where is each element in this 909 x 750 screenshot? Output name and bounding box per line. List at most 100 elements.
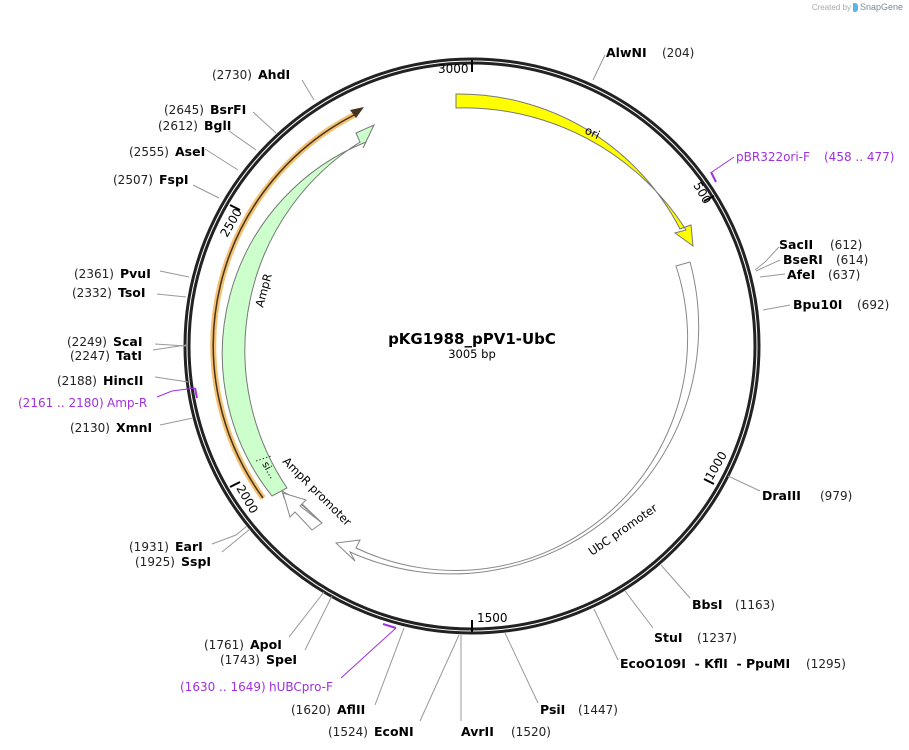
svg-text:AseI: AseI	[175, 144, 205, 159]
enzyme-bseri[interactable]: BseRI (614)	[783, 252, 868, 267]
svg-text:(204): (204)	[662, 46, 694, 60]
svg-text:(2730): (2730)	[212, 68, 252, 82]
svg-text:PvuI: PvuI	[120, 266, 151, 281]
svg-text:SacII: SacII	[779, 237, 813, 252]
svg-text:(2130): (2130)	[70, 421, 110, 435]
svg-text:XmnI: XmnI	[116, 420, 152, 435]
enzyme-fspi[interactable]: (2507) FspI	[113, 172, 189, 187]
enzyme-tati[interactable]: (2247) TatI	[70, 348, 142, 363]
svg-text:EcoO109I - KflI - PpuMI: EcoO109I - KflI - PpuMI	[620, 656, 790, 671]
orf-arc	[210, 107, 364, 500]
svg-text:HincII: HincII	[103, 373, 143, 388]
enzyme-econi[interactable]: (1524) EcoNI	[328, 724, 414, 739]
primer-name: Amp-R	[107, 396, 147, 410]
primer-hubcpro-f[interactable]: (1630 .. 1649) hUBCpro-F	[180, 623, 397, 694]
enzyme-asei[interactable]: (2555) AseI	[129, 144, 205, 159]
svg-text:(614): (614)	[836, 253, 868, 267]
svg-text:EarI: EarI	[175, 539, 203, 554]
svg-text:ScaI: ScaI	[113, 334, 143, 349]
svg-text:FspI: FspI	[159, 172, 189, 187]
svg-text:PsiI: PsiI	[540, 702, 565, 717]
enzyme-avrii[interactable]: AvrII (1520)	[461, 724, 551, 739]
enzyme-aflii[interactable]: (1620) AflII	[291, 702, 365, 717]
svg-text:TatI: TatI	[116, 348, 142, 363]
enzyme-draiii[interactable]: DraIII (979)	[762, 488, 852, 503]
feature-label-ori: ori	[583, 123, 602, 142]
enzyme-pvui[interactable]: (2361) PvuI	[74, 266, 151, 281]
svg-text:(1925): (1925)	[135, 555, 175, 569]
svg-text:DraIII: DraIII	[762, 488, 801, 503]
svg-text:AvrII: AvrII	[461, 724, 494, 739]
svg-text:(1447): (1447)	[578, 703, 618, 717]
credit-brand: SnapGene	[859, 2, 903, 12]
svg-text:(2249): (2249)	[67, 335, 107, 349]
feature-ubc-promoter[interactable]: UbC promoter	[334, 261, 700, 575]
snapgene-credit: Created by SnapGene	[812, 2, 903, 12]
plasmid-length: 3005 bp	[448, 347, 496, 361]
primer-pbr322ori-f[interactable]: pBR322ori-F (458 .. 477)	[710, 150, 894, 183]
svg-text:(2555): (2555)	[129, 145, 169, 159]
credit-prefix: Created by	[811, 2, 851, 12]
svg-text:SpeI: SpeI	[266, 652, 297, 667]
feature-ori[interactable]: ori	[455, 93, 694, 248]
svg-text:(1931): (1931)	[129, 540, 169, 554]
feature-ampr[interactable]: AmpR si…	[221, 123, 376, 497]
svg-text:AfeI: AfeI	[787, 267, 815, 282]
enzyme-ahdi[interactable]: (2730) AhdI	[212, 67, 290, 82]
enzyme-leaders	[152, 54, 791, 722]
svg-text:TsoI: TsoI	[118, 285, 146, 300]
svg-text:BsrFI: BsrFI	[210, 102, 246, 117]
feature-label-ampr-promoter: AmpR promoter	[280, 454, 355, 529]
enzyme-hincii[interactable]: (2188) HincII	[57, 373, 143, 388]
primer-amp-r[interactable]: (2161 .. 2180) Amp-R	[18, 387, 198, 410]
svg-text:(1524): (1524)	[328, 725, 368, 739]
svg-text:(2507): (2507)	[113, 173, 153, 187]
svg-text:Bpu10I: Bpu10I	[793, 297, 842, 312]
enzyme-afei[interactable]: AfeI (637)	[787, 267, 860, 282]
enzyme-tsoi[interactable]: (2332) TsoI	[72, 285, 146, 300]
feature-label-ubc-promoter: UbC promoter	[586, 501, 660, 559]
enzyme-bsrfi[interactable]: (2645) BsrFI	[164, 102, 246, 117]
feature-ampr-promoter[interactable]: AmpR promoter	[280, 454, 355, 531]
tick-1500: 1500	[477, 611, 508, 625]
enzyme-bbsi[interactable]: BbsI (1163)	[692, 597, 775, 612]
enzyme-scai[interactable]: (2249) ScaI	[67, 334, 143, 349]
svg-text:EcoNI: EcoNI	[374, 724, 414, 739]
svg-text:(1761): (1761)	[204, 638, 244, 652]
svg-text:AlwNI: AlwNI	[606, 45, 647, 60]
svg-text:(1620): (1620)	[291, 703, 331, 717]
primer-name: pBR322ori-F	[736, 150, 810, 164]
enzyme-xmni[interactable]: (2130) XmnI	[70, 420, 152, 435]
svg-text:(2645): (2645)	[164, 103, 204, 117]
enzyme-stui[interactable]: StuI (1237)	[654, 630, 737, 645]
svg-text:(1520): (1520)	[511, 725, 551, 739]
enzyme-bgli[interactable]: (2612) BglI	[158, 118, 231, 133]
svg-text:(2332): (2332)	[72, 286, 112, 300]
primer-range: (1630 .. 1649)	[180, 680, 266, 694]
enzyme-bpu10i[interactable]: Bpu10I (692)	[793, 297, 889, 312]
enzyme-eari[interactable]: (1931) EarI	[129, 539, 203, 554]
enzyme-ecoo109i-kfli-ppumi[interactable]: EcoO109I - KflI - PpuMI (1295)	[620, 656, 846, 671]
enzyme-alwni[interactable]: AlwNI (204)	[606, 45, 694, 60]
svg-text:BbsI: BbsI	[692, 597, 723, 612]
svg-text:(2188): (2188)	[57, 374, 97, 388]
svg-text:(979): (979)	[820, 489, 852, 503]
svg-text:ApoI: ApoI	[250, 637, 282, 652]
svg-text:AflII: AflII	[337, 702, 365, 717]
svg-text:(1743): (1743)	[220, 653, 260, 667]
enzyme-sacii[interactable]: SacII (612)	[779, 237, 862, 252]
snapgene-logo-icon	[852, 2, 858, 12]
primer-range: (2161 .. 2180)	[18, 396, 104, 410]
plasmid-name: pKG1988_pPV1-UbC	[388, 330, 556, 348]
primer-name: hUBCpro-F	[269, 680, 333, 694]
primer-range: (458 .. 477)	[824, 150, 894, 164]
svg-text:BglI: BglI	[204, 118, 231, 133]
enzyme-sspi[interactable]: (1925) SspI	[135, 554, 211, 569]
svg-text:(2361): (2361)	[74, 267, 114, 281]
enzyme-apoi[interactable]: (1761) ApoI	[204, 637, 282, 652]
enzyme-psii[interactable]: PsiI (1447)	[540, 702, 618, 717]
svg-text:(1163): (1163)	[735, 598, 775, 612]
enzyme-spei[interactable]: (1743) SpeI	[220, 652, 297, 667]
svg-text:SspI: SspI	[181, 554, 211, 569]
